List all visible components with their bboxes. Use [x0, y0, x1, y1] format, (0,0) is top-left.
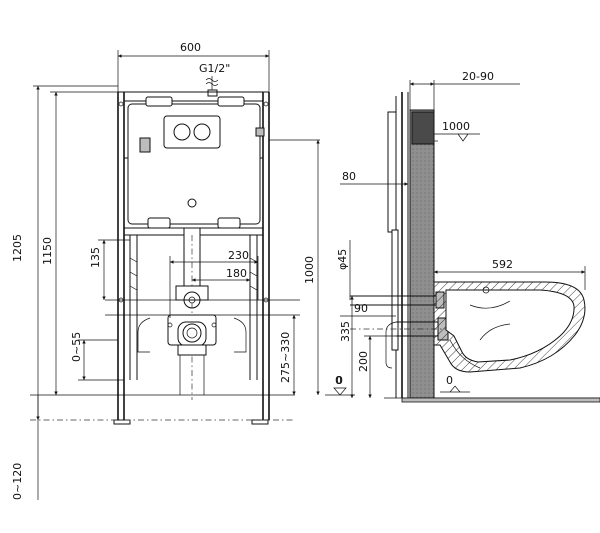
floor-mark-side-left: 0 — [336, 374, 343, 387]
diameter-dimension: φ45 — [336, 240, 351, 300]
wall-depth-dimension: 20-90 — [409, 70, 520, 110]
bracket-range-dimension: 275~330 — [279, 315, 296, 395]
button-height-dimension: 1000 — [269, 139, 320, 395]
floor-mark-side-right: 0 — [440, 374, 470, 393]
wall-depth-label: 20-90 — [462, 70, 494, 83]
supply-label: G1/2" — [199, 62, 230, 75]
frame-height-label: 1150 — [41, 237, 54, 265]
floor-left-label: 0 — [336, 374, 343, 387]
button-height-label: 1000 — [303, 256, 316, 284]
foot-adjust-dimension: 0~120 — [11, 395, 39, 500]
foot-adjust-label: 0~120 — [11, 463, 24, 500]
button-level-label: 1000 — [442, 120, 470, 133]
floor — [401, 397, 600, 403]
water-supply-callout: G1/2" — [199, 62, 230, 97]
wall — [384, 92, 600, 399]
frame-depth-dimension: 80 — [340, 170, 408, 186]
floor-right-label: 0 — [446, 374, 453, 387]
total-height-label: 1205 — [11, 234, 24, 262]
outlet-height-label: 335 — [339, 321, 352, 342]
floor-mark-front — [325, 387, 355, 396]
drain-height-dimension: 135 — [89, 239, 130, 300]
bowl-length-dimension: 592 — [434, 258, 586, 290]
offset-dimension: 90 — [340, 302, 396, 317]
width-label: 600 — [180, 41, 201, 54]
drain-height-label: 135 — [89, 247, 102, 268]
frame-depth-label: 80 — [342, 170, 356, 183]
bowl-length-label: 592 — [492, 258, 513, 271]
reference-lines — [30, 299, 300, 421]
floor-mark-front-label: 0 — [335, 374, 342, 387]
side-view: 20-90 1000 80 φ45 — [336, 70, 600, 403]
pipe-spacing-label: 180 — [226, 267, 247, 280]
spacing-dimensions: 230 180 — [169, 249, 259, 318]
flush-pipe — [175, 227, 209, 400]
cistern — [127, 96, 265, 229]
drain-adjust-label: 0~55 — [70, 332, 83, 362]
width-dimension: 600 — [117, 41, 270, 92]
inlet-height-dimension: 200 — [357, 335, 396, 398]
bowl-bracket — [129, 235, 258, 395]
bracket-range-label: 275~330 — [279, 332, 292, 383]
toilet-bowl — [433, 281, 586, 373]
total-height-dimension: 1205 — [11, 85, 118, 420]
frame-height-dimension: 1150 — [41, 91, 118, 395]
diameter-label: φ45 — [336, 249, 349, 270]
bolt-spacing-label: 230 — [228, 249, 249, 262]
drain-adjust-dimension: 0~55 — [70, 332, 124, 381]
button-level-mark: 1000 — [434, 120, 480, 142]
outlet-height-dimension: 335 — [339, 296, 354, 398]
front-view: 600 G1/2" — [11, 41, 355, 500]
inlet-height-label: 200 — [357, 351, 370, 372]
offset-label: 90 — [354, 302, 368, 315]
